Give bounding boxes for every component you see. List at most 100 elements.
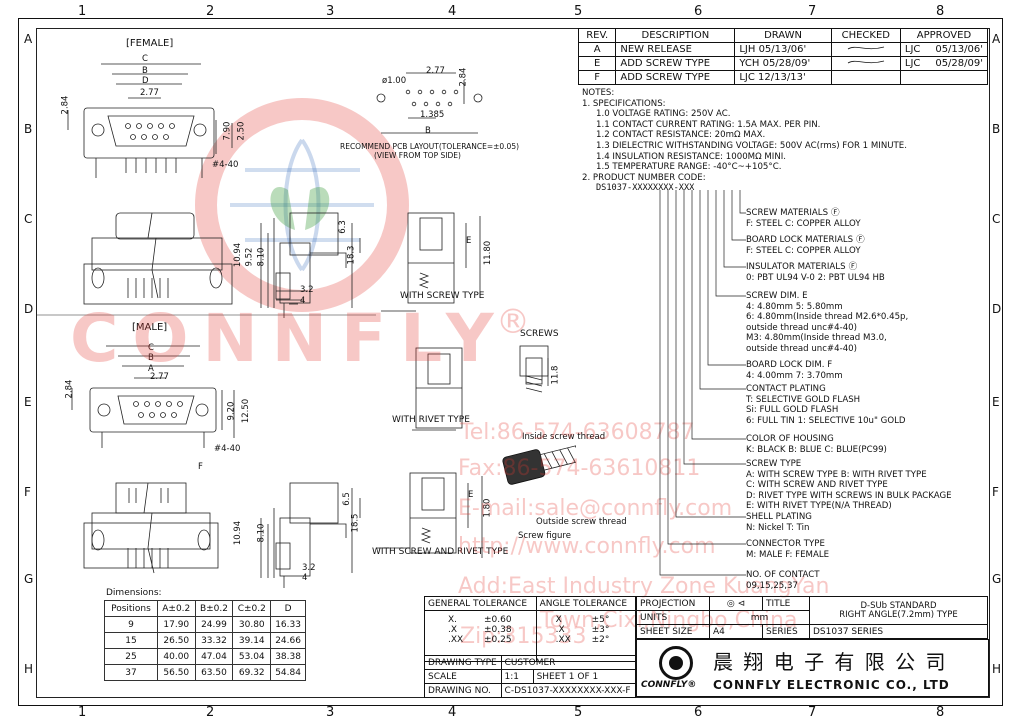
tol-value: ±0.25: [484, 635, 512, 645]
dimensions-cell: 69.32: [232, 664, 272, 681]
series-value: DS1037 SERIES: [809, 624, 988, 639]
angle-tolerance: .X±3°: [540, 625, 632, 635]
dimensions-cell: 25: [104, 648, 158, 665]
tol-format: X.: [448, 615, 458, 625]
watermark-brand: CONNFLY: [70, 300, 508, 377]
dim-284-male: 2.84: [64, 379, 75, 399]
dimensions-cell: 53.04: [232, 648, 272, 665]
callout-title: SCREW TYPE: [746, 459, 802, 469]
callout-flag-icon: Ⓕ: [856, 235, 865, 245]
dim-250-female: 2.50: [236, 121, 247, 141]
grid-row-left: F: [24, 485, 31, 499]
rev-approved-date: 05/28/09': [935, 58, 983, 69]
tol-format: .XX: [448, 635, 464, 645]
dimensions-cell: 38.38: [270, 648, 306, 665]
callout-line: F: STEEL C: COPPER ALLOY: [746, 245, 861, 256]
callout-line: 09,15,25,37: [746, 580, 798, 591]
dimensions-cell: 24.99: [194, 616, 234, 633]
tol-value: ±5°: [591, 615, 610, 625]
rev-approved-name: LJC: [904, 58, 921, 69]
drawing-type-value: CUSTOMER: [500, 655, 637, 670]
callout-leader: [691, 190, 746, 440]
callout-line: outside thread unc#4-40): [746, 322, 857, 333]
dim-284-female: 2.84: [60, 95, 71, 115]
dimensions-cell: 47.04: [194, 648, 234, 665]
angle-tolerance: .XX±2°: [540, 635, 632, 645]
rev-description: ADD SCREW TYPE: [615, 70, 736, 85]
grid-row-left: G: [24, 572, 34, 586]
notes-block: NOTES: 1. SPECIFICATIONS: 1.0 VOLTAGE RA…: [582, 88, 907, 194]
grid-row-left: E: [24, 395, 32, 409]
dimensions-cell: 39.14: [232, 632, 272, 649]
projection-label: PROJECTION: [636, 596, 710, 611]
rev-code: A: [577, 42, 617, 57]
drawing-border: [36, 28, 990, 698]
dimensions-title: Dimensions:: [106, 588, 162, 598]
sheet-size-label: SHEET SIZE: [636, 624, 710, 639]
dim-1250-male: 12.50: [241, 398, 252, 424]
dim-277-male: 2.77: [150, 372, 169, 382]
callout-leader: [675, 190, 746, 518]
rev-code: F: [577, 70, 617, 85]
dim-63-female: 6.3: [337, 220, 348, 234]
grid-row-right: A: [992, 32, 1001, 46]
dim-hole: ø1.00: [382, 76, 407, 86]
grid-row-right: D: [992, 302, 1002, 316]
sheet-size-value: A4: [709, 624, 763, 639]
drawing-no-value: C-DS1037-XXXXXXXX-XXX-F: [500, 683, 637, 698]
general-tolerance-label: GENERAL TOLERANCE: [424, 596, 537, 611]
callout-line: D: RIVET TYPE WITH SCREWS IN BULK PACKAG…: [746, 490, 952, 501]
spec-item: 1.1 CONTACT CURRENT RATING: 1.5A MAX. PE…: [596, 119, 821, 130]
signature-icon: [847, 46, 884, 50]
callout-line: C: WITH SCREW AND RIVET TYPE: [746, 480, 888, 491]
grid-row-left: H: [24, 662, 34, 676]
callout-line: M3: 4.80mm(Inside thread M3.0,: [746, 333, 887, 344]
dimensions-cell: 24.66: [270, 632, 306, 649]
callout-title: NO. OF CONTACT: [746, 570, 820, 580]
callout-leader: [739, 190, 746, 214]
dimensions-cell: 26.50: [156, 632, 196, 649]
revision-header: DRAWN: [734, 28, 832, 43]
tol-format: X: [555, 615, 562, 625]
grid-col-bottom: 7: [808, 705, 817, 720]
dim-c-female: C: [142, 54, 148, 64]
callout-leader: [683, 190, 746, 465]
rev-approved: LJC 05/28/09': [899, 56, 989, 71]
callout-leader: [699, 190, 746, 390]
callout-leader: [723, 190, 746, 268]
dim-1385: 1.385: [420, 110, 445, 120]
callout-flag-icon: Ⓕ: [848, 262, 858, 272]
drawing-frame: [18, 18, 1003, 706]
drawing-no-label: DRAWING NO.: [424, 683, 502, 698]
rev-checked: [830, 56, 901, 71]
angle-tolerance: X ±5°: [540, 615, 632, 625]
rev-drawn: LJH 05/13/06': [734, 42, 832, 57]
product-code: DS1037-XXXXXXXX-XXX: [596, 183, 695, 194]
callout-leader: [659, 190, 746, 576]
dim-183-female: 18.3: [346, 245, 357, 265]
units-value: mm: [709, 610, 810, 625]
dim-810-male: 8.10: [256, 523, 267, 543]
grid-col-top: 1: [78, 4, 87, 19]
grid-col-top: 4: [448, 4, 457, 19]
watermark-line: http://www.connfly.com: [458, 534, 716, 559]
grid-col-top: 8: [936, 4, 945, 19]
linear-tolerance: X.±0.60: [428, 615, 533, 625]
spec-item: 1.5 TEMPERATURE RANGE: -40°C~+105°C.: [596, 162, 782, 173]
tol-value: ±0.38: [484, 625, 512, 635]
dim-b-male: B: [148, 353, 154, 363]
dim-277-female: 2.77: [140, 88, 159, 98]
label-with-screw-type: WITH SCREW TYPE: [400, 291, 485, 301]
dim-790-female: 7.90: [222, 121, 233, 141]
dim-thread-female: #4-40: [212, 160, 239, 170]
callout-flag-icon: Ⓕ: [831, 208, 840, 218]
dim-4-male: 4: [302, 573, 308, 583]
